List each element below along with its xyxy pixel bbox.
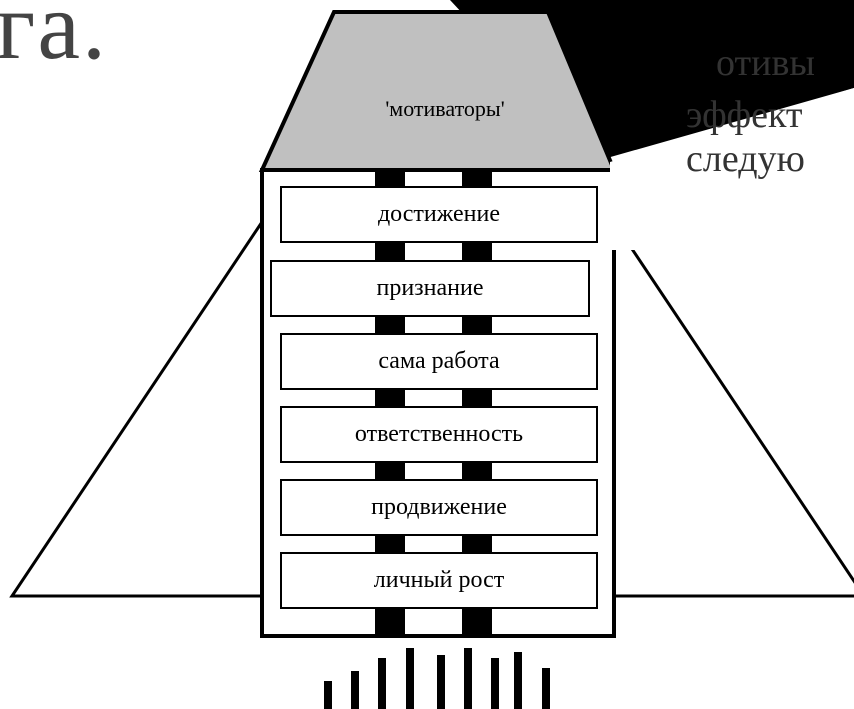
- exhaust-line: [406, 648, 414, 709]
- nose-cone-label: 'мотиваторы': [385, 96, 505, 121]
- left-fin: [9, 217, 264, 598]
- slide-title-fragment: га.: [0, 0, 108, 79]
- exhaust-line: [514, 652, 522, 709]
- exhaust-line: [351, 671, 359, 709]
- motivator-box-responsibility: ответственность: [280, 406, 598, 463]
- exhaust-line: [324, 681, 332, 709]
- right-fin: [612, 217, 854, 598]
- side-text-line2: эффект: [686, 94, 803, 136]
- exhaust-line: [542, 668, 550, 709]
- motivator-box-work-itself: сама работа: [280, 333, 598, 390]
- exhaust-line: [491, 658, 499, 709]
- exhaust-line: [378, 658, 386, 709]
- motivator-box-advancement: продвижение: [280, 479, 598, 536]
- side-text-line1: отивы: [716, 42, 815, 84]
- side-text-line3: следую: [686, 138, 805, 180]
- motivator-box-achievement: достижение: [280, 186, 598, 243]
- exhaust-line: [464, 648, 472, 709]
- motivator-box-personal-growth: личный рост: [280, 552, 598, 609]
- motivator-box-recognition: признание: [270, 260, 590, 317]
- exhaust-line: [437, 655, 445, 709]
